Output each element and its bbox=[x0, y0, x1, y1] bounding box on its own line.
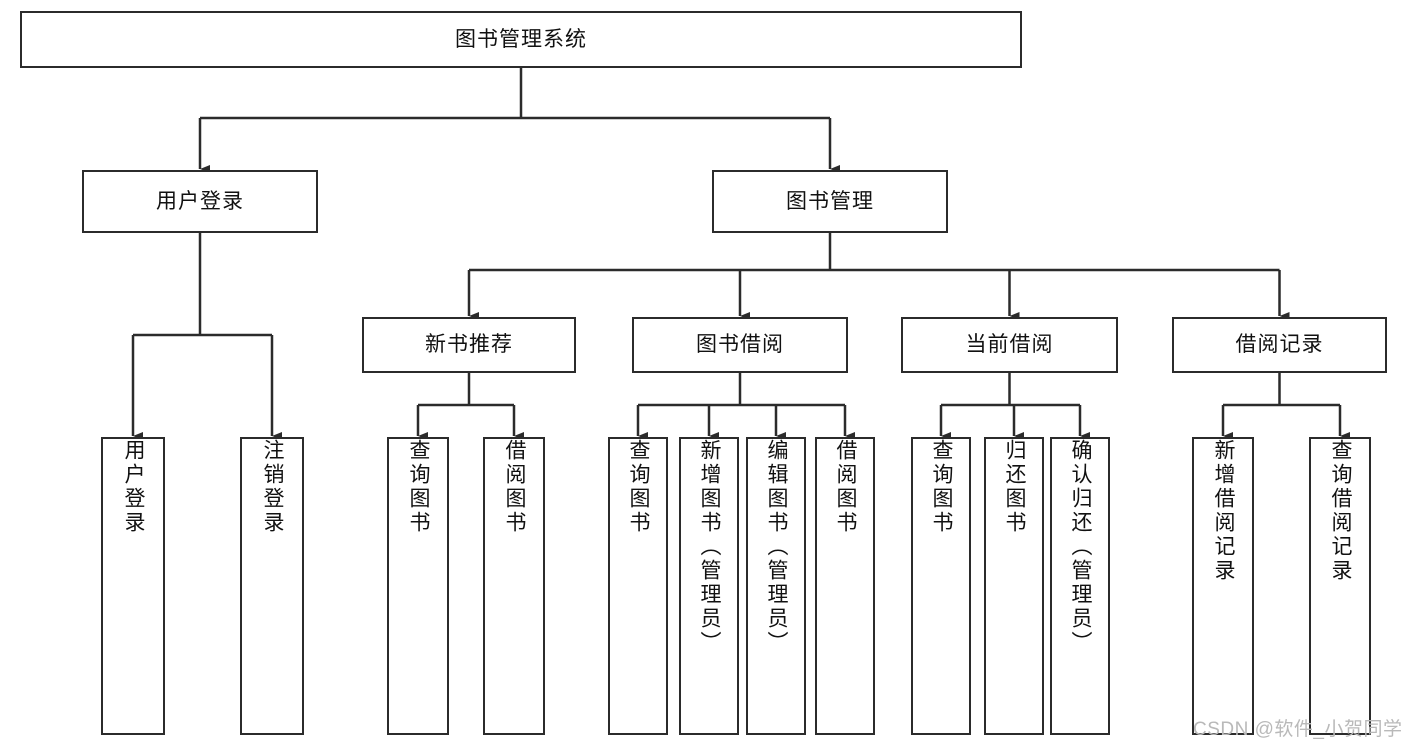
node-label: 查询借阅记录 bbox=[1329, 439, 1353, 583]
node-label: 借阅图书 bbox=[834, 439, 858, 535]
node-leaf-record-add[interactable]: 新增借阅记录 bbox=[1192, 437, 1254, 735]
node-leaf-user-login[interactable]: 用户登录 bbox=[101, 437, 165, 735]
node-book-borrow[interactable]: 图书借阅 bbox=[632, 317, 848, 373]
node-book-manage[interactable]: 图书管理 bbox=[712, 170, 948, 233]
node-label: 查询图书 bbox=[407, 439, 431, 535]
node-borrow-record[interactable]: 借阅记录 bbox=[1172, 317, 1387, 373]
node-label: 编辑图书（管理员） bbox=[765, 439, 789, 655]
node-label: 新书推荐 bbox=[425, 333, 513, 357]
node-current-borrow[interactable]: 当前借阅 bbox=[901, 317, 1118, 373]
node-label: 用户登录 bbox=[122, 439, 146, 535]
node-leaf-record-query[interactable]: 查询借阅记录 bbox=[1309, 437, 1371, 735]
node-label: 查询图书 bbox=[627, 439, 651, 535]
node-label: 查询图书 bbox=[930, 439, 954, 535]
node-leaf-borrow-query-book[interactable]: 查询图书 bbox=[608, 437, 668, 735]
node-leaf-rec-query-book[interactable]: 查询图书 bbox=[387, 437, 449, 735]
node-leaf-borrow-add-book[interactable]: 新增图书（管理员） bbox=[679, 437, 739, 735]
node-leaf-current-confirm-return[interactable]: 确认归还（管理员） bbox=[1050, 437, 1110, 735]
node-label: 图书管理系统 bbox=[455, 27, 587, 51]
edge-group bbox=[131, 68, 1350, 440]
node-leaf-rec-borrow-book[interactable]: 借阅图书 bbox=[483, 437, 545, 735]
node-new-book-rec[interactable]: 新书推荐 bbox=[362, 317, 576, 373]
node-label: 注销登录 bbox=[261, 439, 285, 535]
node-label: 用户登录 bbox=[156, 189, 244, 213]
node-leaf-borrow-edit-book[interactable]: 编辑图书（管理员） bbox=[746, 437, 806, 735]
node-label: 当前借阅 bbox=[965, 333, 1054, 357]
node-label: 新增图书（管理员） bbox=[698, 439, 722, 655]
watermark-text: CSDN @软件_小贺同学 bbox=[1193, 719, 1403, 740]
node-leaf-current-query-book[interactable]: 查询图书 bbox=[911, 437, 971, 735]
node-label: 图书借阅 bbox=[696, 333, 784, 357]
node-label: 归还图书 bbox=[1003, 439, 1027, 535]
node-leaf-user-logout[interactable]: 注销登录 bbox=[240, 437, 304, 735]
node-label: 借阅记录 bbox=[1235, 333, 1324, 357]
node-leaf-borrow-borrow-book[interactable]: 借阅图书 bbox=[815, 437, 875, 735]
node-leaf-current-return-book[interactable]: 归还图书 bbox=[984, 437, 1044, 735]
node-root[interactable]: 图书管理系统 bbox=[20, 11, 1022, 68]
node-label: 新增借阅记录 bbox=[1212, 439, 1236, 583]
node-label: 图书管理 bbox=[786, 189, 874, 213]
node-label: 确认归还（管理员） bbox=[1069, 439, 1093, 655]
node-label: 借阅图书 bbox=[503, 439, 527, 535]
node-user-login[interactable]: 用户登录 bbox=[82, 170, 318, 233]
